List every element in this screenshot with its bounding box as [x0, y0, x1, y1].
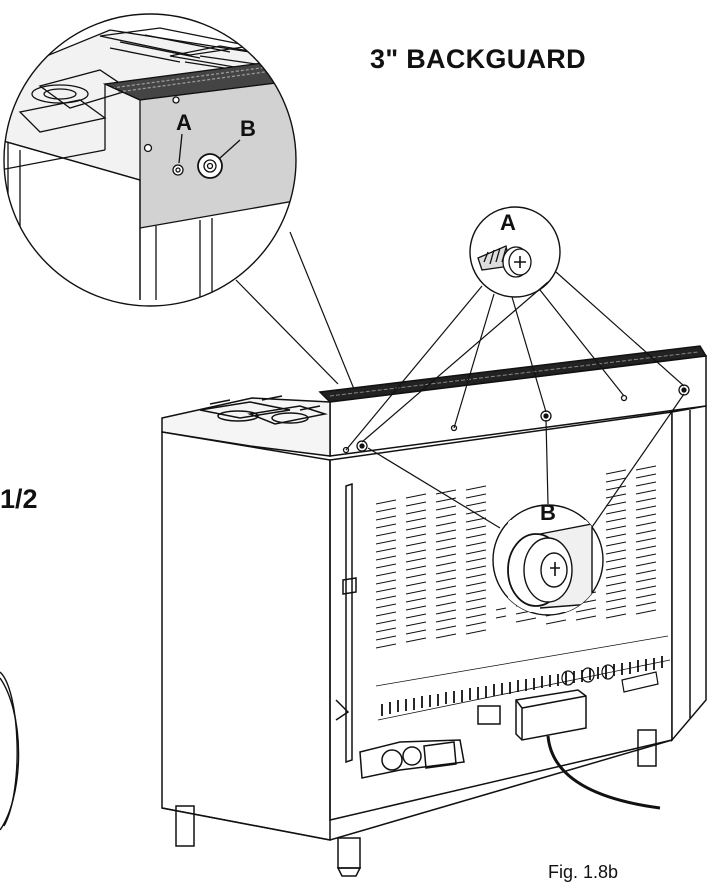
figure-title: 3" BACKGUARD — [370, 44, 586, 74]
inset-label-a: A — [176, 110, 192, 135]
range-body — [161, 345, 708, 877]
figure-caption: Fig. 1.8b — [548, 862, 619, 882]
louver-column-5 — [605, 469, 627, 619]
louver-column-1 — [375, 499, 397, 649]
callout-label-a: A — [500, 210, 516, 235]
backguard-screw-holes — [342, 384, 690, 454]
magnified-inset — [3, 13, 297, 307]
rear-vent-louvers — [375, 465, 671, 721]
louver-column-3 — [435, 489, 457, 639]
lower-cutouts — [561, 664, 659, 693]
callout-label-b: B — [540, 500, 556, 525]
louver-column-6 — [635, 465, 657, 615]
inset-label-b: B — [240, 116, 256, 141]
inset-connector-lines — [235, 231, 357, 395]
partial-inset-circle — [0, 671, 20, 831]
louver-column-2 — [405, 493, 427, 643]
callout-b-bumper — [367, 393, 685, 616]
callout-a-screw — [345, 206, 685, 451]
louver-column-4 — [465, 485, 487, 635]
cropped-side-text: 1/2 — [0, 484, 38, 514]
